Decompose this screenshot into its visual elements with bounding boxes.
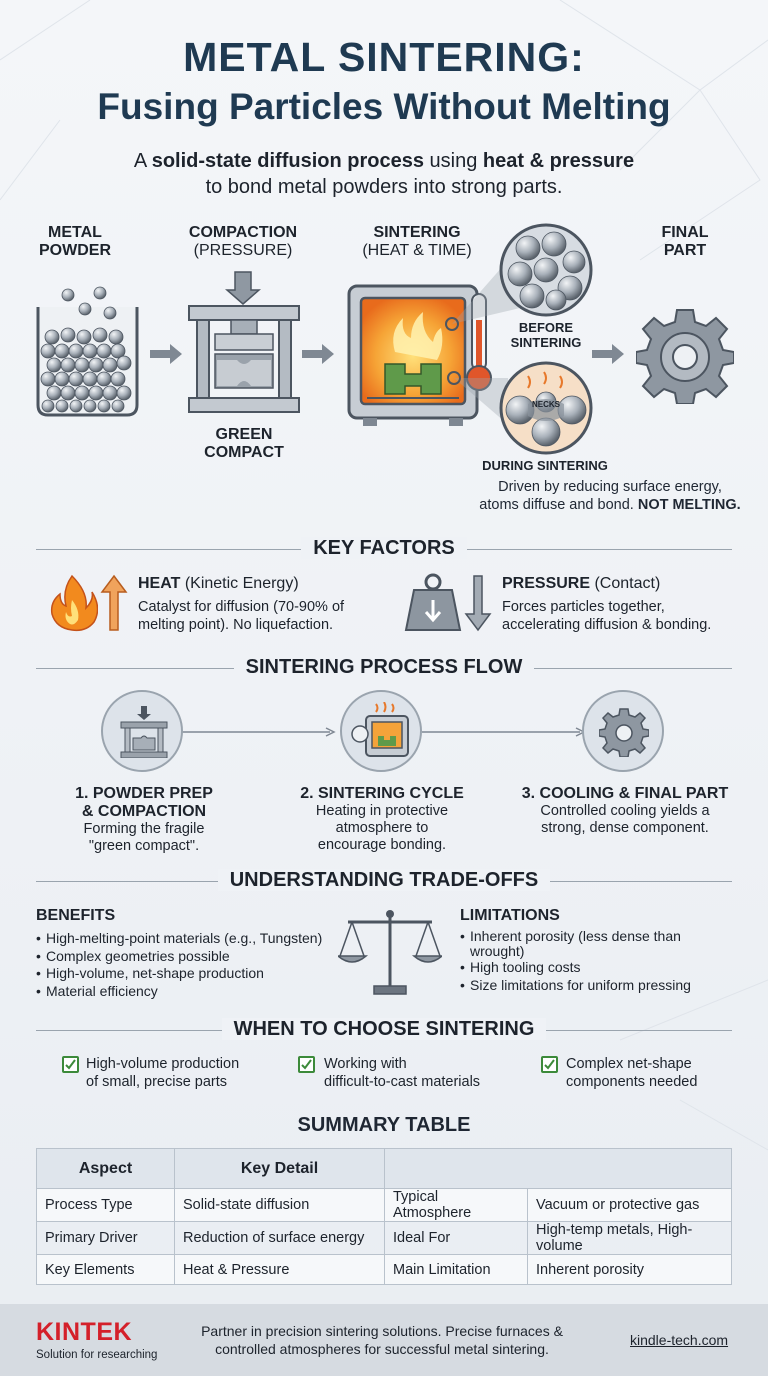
intro-line-2: to bond metal powders into strong parts. — [205, 176, 563, 198]
table-cell: Main Limitation — [384, 1254, 528, 1285]
table-cell: Key Elements — [36, 1254, 175, 1285]
process-step-2: 2. SINTERING CYCLE Heating in protective… — [300, 785, 464, 853]
section-heading-key-factors: KEY FACTORS — [36, 537, 732, 561]
section-heading-tradeoffs: UNDERSTANDING TRADE-OFFS — [36, 869, 732, 893]
arrow-down-icon — [464, 575, 492, 632]
table-cell: Typical Atmosphere — [384, 1188, 528, 1222]
step2-icon-circle — [340, 690, 422, 772]
limitations-list: Inherent porosity (less dense thanwrough… — [460, 929, 750, 994]
table-cell: Process Type — [36, 1188, 175, 1222]
column-header-aspect: Aspect — [36, 1148, 175, 1189]
arrow-right-icon — [150, 344, 182, 364]
summary-table: Aspect Key Detail Process Type Solid-sta… — [36, 1148, 732, 1285]
flow-connector-lines — [180, 727, 586, 737]
factor-heat-title: HEAT (Kinetic Energy) — [138, 575, 299, 592]
press-icon — [120, 706, 168, 758]
table-cell: Reduction of surface energy — [174, 1221, 385, 1255]
step1-icon-circle — [101, 690, 183, 772]
table-cell: Ideal For — [384, 1221, 528, 1255]
before-sintering-magnifier — [499, 223, 593, 317]
limitation-item: High tooling costs — [460, 959, 750, 977]
thermometer-icon — [466, 293, 492, 391]
intro-line-1: A solid-state diffusion process using he… — [133, 150, 635, 172]
benefit-item: Complex geometries possible — [36, 948, 346, 966]
section-heading-when: WHEN TO CHOOSE SINTERING — [36, 1018, 732, 1042]
footer: KINTEK Solution for researching Partner … — [0, 1304, 768, 1376]
final-part-gear-icon — [636, 309, 734, 404]
brand-logo: KINTEK — [36, 1318, 133, 1346]
process-step-1: 1. POWDER PREP & COMPACTION Forming the … — [75, 785, 213, 854]
table-cell: Primary Driver — [36, 1221, 175, 1255]
summary-table-heading: SUMMARY TABLE — [297, 1114, 471, 1136]
footer-message: Partner in precision sintering solutions… — [201, 1323, 563, 1357]
footer-website-link[interactable]: kindle-tech.com — [630, 1332, 729, 1348]
section-heading-process-flow: SINTERING PROCESS FLOW — [36, 656, 732, 680]
weight-icon — [404, 573, 462, 631]
checkbox-icon — [298, 1056, 315, 1073]
benefits-list: High-melting-point materials (e.g., Tung… — [36, 930, 346, 1000]
benefit-item: Material efficiency — [36, 983, 346, 1001]
table-cell: High-temp metals, High-volume — [527, 1221, 732, 1255]
table-cell: Inherent porosity — [527, 1254, 732, 1285]
gear-icon — [599, 708, 649, 757]
table-cell: Solid-state diffusion — [174, 1188, 385, 1222]
arrow-right-icon — [302, 344, 334, 364]
checkbox-icon — [62, 1056, 79, 1073]
compaction-press-icon — [188, 271, 300, 413]
table-row: Key Elements Heat & Pressure Main Limita… — [36, 1254, 732, 1285]
table-row: Process Type Solid-state diffusion Typic… — [36, 1188, 732, 1222]
brand-tagline: Solution for researching — [36, 1349, 158, 1361]
stage-label-compaction: COMPACTION(PRESSURE) — [188, 224, 298, 259]
driving-force-note: Driven by reducing surface energy, atoms… — [479, 479, 741, 513]
checkbox-icon — [541, 1056, 558, 1073]
arrow-up-icon — [100, 574, 128, 631]
benefit-item: High-melting-point materials (e.g., Tung… — [36, 930, 346, 948]
limitation-item: Size limitations for uniform pressing — [460, 977, 750, 995]
page-title: METAL SINTERING: — [183, 34, 585, 80]
mini-furnace-icon — [351, 702, 409, 757]
sintering-furnace-icon — [347, 284, 479, 426]
page-subtitle: Fusing Particles Without Melting — [97, 86, 671, 127]
factor-pressure-desc: Forces particles together,accelerating d… — [502, 599, 712, 633]
column-header-detail: Key Detail — [174, 1148, 385, 1189]
table-header-row: Aspect Key Detail — [36, 1148, 732, 1189]
powder-beaker-icon — [36, 286, 139, 417]
limitation-item: Inherent porosity (less dense thanwrough… — [460, 929, 750, 959]
arrow-right-icon — [592, 344, 624, 364]
step3-icon-circle — [582, 690, 664, 772]
balance-scale-icon — [338, 910, 442, 995]
necks-label: NECKS — [531, 400, 560, 409]
table-cell: Vacuum or protective gas — [527, 1188, 732, 1222]
process-step-3: 3. COOLING & FINAL PART Controlled cooli… — [521, 785, 729, 836]
stage-label-sintering: SINTERING(HEAT & TIME) — [362, 224, 472, 259]
factor-pressure-title: PRESSURE (Contact) — [502, 575, 661, 592]
table-row: Primary Driver Reduction of surface ener… — [36, 1221, 732, 1255]
benefits-title: BENEFITS — [36, 907, 116, 924]
table-cell: Heat & Pressure — [174, 1254, 385, 1285]
column-header-empty — [384, 1148, 732, 1189]
during-sintering-label: DURING SINTERING — [482, 458, 608, 473]
benefit-item: High-volume, net-shape production — [36, 965, 346, 983]
limitations-title: LIMITATIONS — [460, 907, 560, 924]
during-sintering-magnifier — [499, 361, 593, 455]
flame-icon — [50, 574, 98, 632]
